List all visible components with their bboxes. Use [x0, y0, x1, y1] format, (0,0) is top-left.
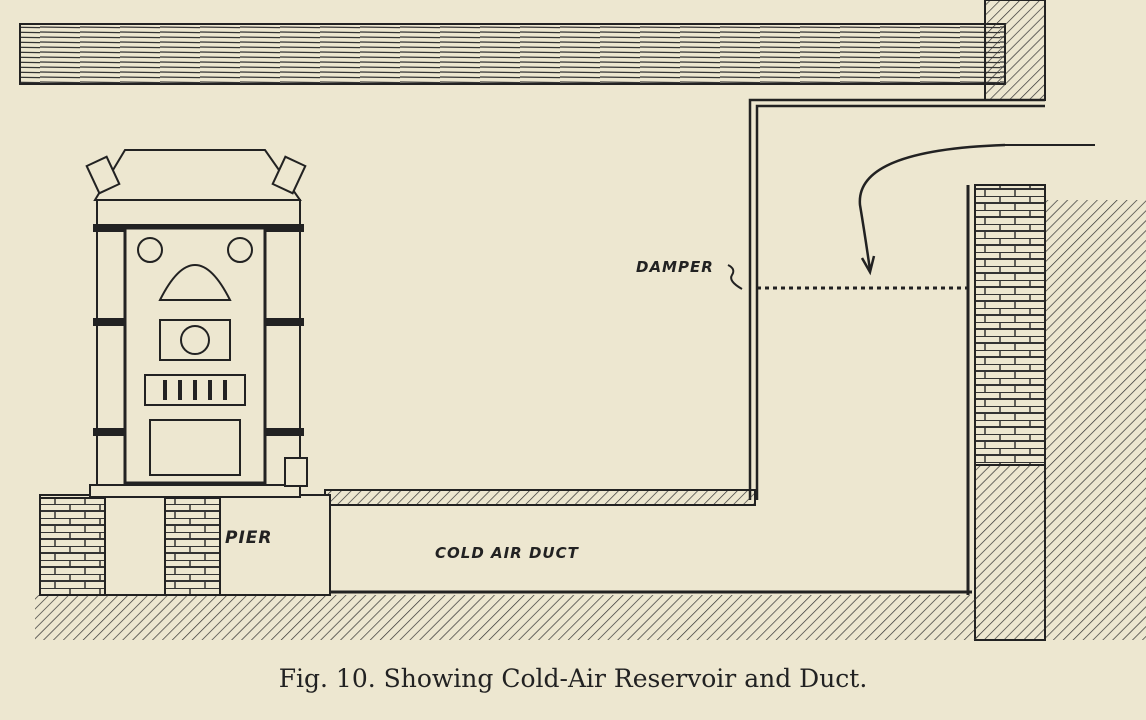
figure-caption: Fig. 10. Showing Cold-Air Reservoir and … — [278, 664, 868, 693]
stone-foundation — [974, 464, 1046, 641]
sill-post — [984, 0, 1046, 101]
pier-label: PIER — [225, 528, 273, 548]
airflow-arrow-icon — [858, 143, 1095, 276]
furnace — [85, 149, 308, 487]
earth-right — [1045, 200, 1146, 640]
floor-earth — [35, 595, 980, 640]
duct-top — [324, 489, 756, 506]
ceiling-beam — [19, 23, 1006, 85]
reservoir-wall — [748, 98, 1045, 500]
damper-label: DAMPER — [636, 258, 714, 276]
damper-pointer-icon — [727, 264, 743, 290]
foundation-wall — [974, 184, 1046, 466]
cold-air-duct-label: COLD AIR DUCT — [435, 544, 579, 562]
furnace-base — [39, 484, 331, 596]
